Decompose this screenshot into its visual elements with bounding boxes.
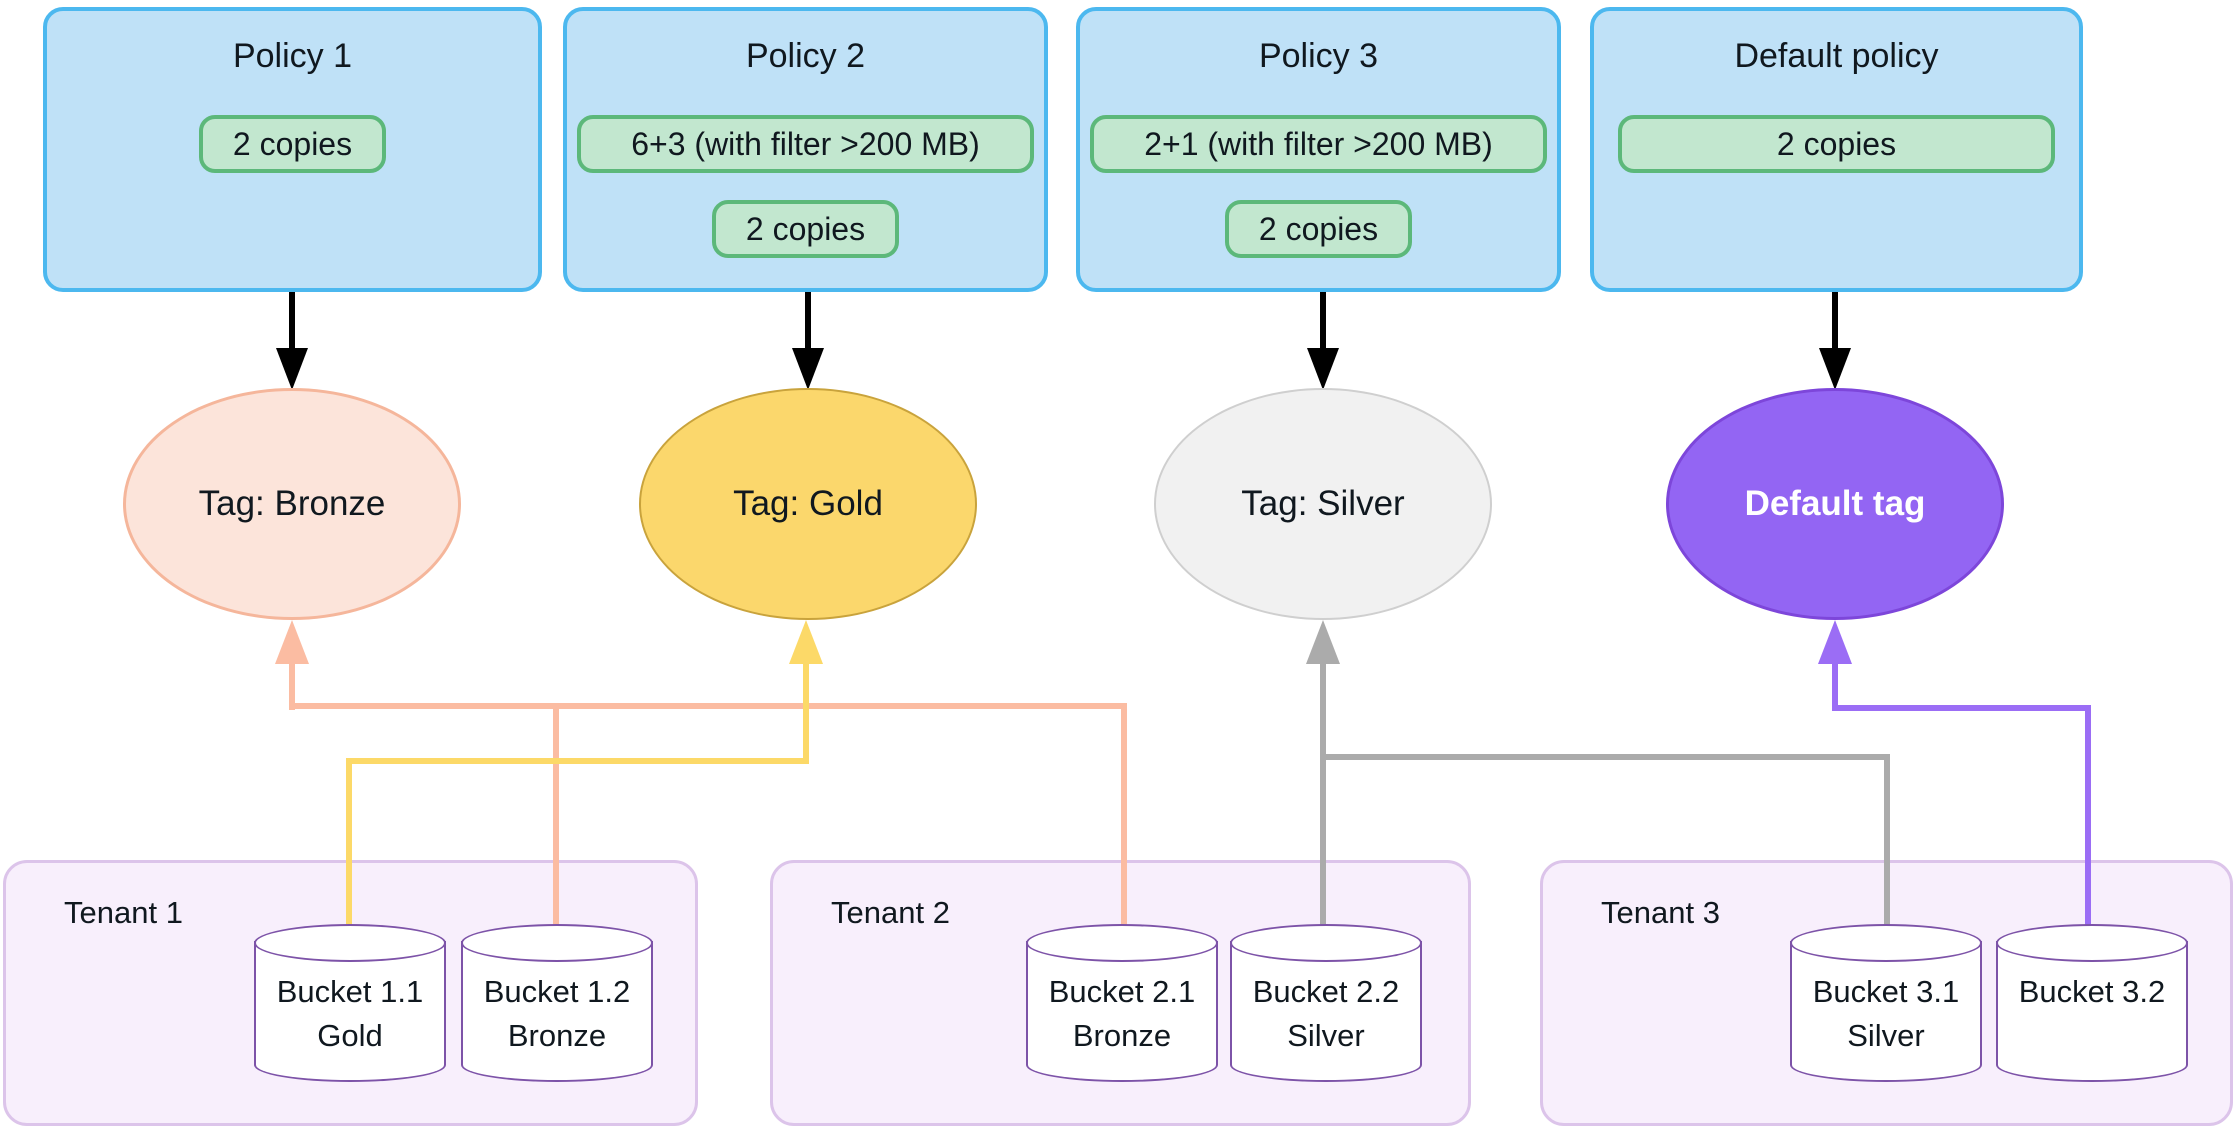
arrowhead-to-bronze-icon xyxy=(275,620,309,664)
bucket-2-1-tag: Bronze xyxy=(1072,1018,1172,1053)
bucket-1-2-tag: Bronze xyxy=(507,1018,607,1053)
bucket-1-2-body xyxy=(461,941,653,1082)
connector-bucket12-to-bronze xyxy=(553,703,559,940)
bucket-3-1-tag: Silver xyxy=(1847,1018,1925,1053)
tag-silver-ellipse: Tag: Silver xyxy=(1154,388,1492,620)
connector-gold-horizontal xyxy=(346,758,809,764)
bucket-1-1-tag: Gold xyxy=(317,1018,383,1053)
default-policy-box: Default policy 2 copies xyxy=(1590,7,2083,292)
policy-3-rule-copies: 2 copies xyxy=(1224,200,1413,258)
policy-3-title: Policy 3 xyxy=(1258,37,1379,75)
arrowhead-policy3-to-silver-icon xyxy=(1307,348,1339,390)
tenant-2-label: Tenant 2 xyxy=(831,895,950,930)
connector-bucket11-to-gold xyxy=(346,758,352,940)
tag-gold-label: Tag: Gold xyxy=(733,484,883,523)
bucket-2-1-name: Bucket 2.1 xyxy=(1048,974,1196,1009)
policy-1-title: Policy 1 xyxy=(232,37,353,75)
arrowhead-policy1-to-bronze-icon xyxy=(276,348,308,390)
policy-1-box: Policy 1 2 copies xyxy=(43,7,542,292)
arrow-defaultpolicy-to-defaulttag xyxy=(1832,292,1838,350)
bucket-2-2: Bucket 2.2 Silver xyxy=(1230,924,1422,1082)
bucket-3-2-name: Bucket 3.2 xyxy=(2018,974,2166,1009)
tag-silver-label: Tag: Silver xyxy=(1241,484,1405,523)
bucket-2-1-body xyxy=(1026,941,1218,1082)
connector-bucket31-to-silver xyxy=(1884,754,1890,940)
policy-1-rule: 2 copies xyxy=(198,115,387,173)
bucket-3-1-lid xyxy=(1790,924,1982,962)
bucket-2-1: Bucket 2.1 Bronze xyxy=(1026,924,1218,1082)
bucket-1-2-lid xyxy=(461,924,653,962)
arrowhead-to-gold-icon xyxy=(789,620,823,664)
bucket-2-2-name: Bucket 2.2 xyxy=(1252,974,1400,1009)
policy-2-box: Policy 2 6+3 (with filter >200 MB) 2 cop… xyxy=(563,7,1048,292)
tag-bronze-ellipse: Tag: Bronze xyxy=(123,388,461,620)
tenant-1-label: Tenant 1 xyxy=(64,895,183,930)
bucket-1-1-name: Bucket 1.1 xyxy=(276,974,424,1009)
bucket-3-2-lid xyxy=(1996,924,2188,962)
bucket-3-1-name: Bucket 3.1 xyxy=(1812,974,1960,1009)
connector-default-vertical-top xyxy=(1832,660,1838,710)
bucket-3-1-body xyxy=(1790,941,1982,1082)
bucket-1-2-name: Bucket 1.2 xyxy=(483,974,631,1009)
connector-bucket22-to-silver xyxy=(1320,660,1326,940)
bucket-3-1: Bucket 3.1 Silver xyxy=(1790,924,1982,1082)
policy-2-rule-filter: 6+3 (with filter >200 MB) xyxy=(577,115,1034,173)
policy-2-title: Policy 2 xyxy=(745,37,866,75)
bucket-1-1-body xyxy=(254,941,446,1082)
bucket-2-2-lid xyxy=(1230,924,1422,962)
arrowhead-to-silver-icon xyxy=(1306,620,1340,664)
policy-3-rule-filter: 2+1 (with filter >200 MB) xyxy=(1090,115,1547,173)
default-tag-label: Default tag xyxy=(1744,484,1926,523)
arrow-policy3-to-silver xyxy=(1320,292,1326,350)
arrowhead-to-defaulttag-icon xyxy=(1818,620,1852,664)
default-policy-title: Default policy xyxy=(1734,37,1939,75)
connector-bronze-vertical-top xyxy=(289,660,295,710)
bucket-2-1-lid xyxy=(1026,924,1218,962)
connector-default-horizontal xyxy=(1832,705,2091,711)
default-policy-rule: 2 copies xyxy=(1618,115,2055,173)
tenant-3-label: Tenant 3 xyxy=(1601,895,1720,930)
connector-bucket32-to-defaulttag xyxy=(2085,705,2091,940)
arrow-policy1-to-bronze xyxy=(289,292,295,350)
connector-gold-vertical-top xyxy=(803,660,809,764)
connector-bronze-horizontal xyxy=(289,703,1127,709)
connector-bucket21-to-bronze xyxy=(1121,703,1127,940)
bucket-2-2-tag: Silver xyxy=(1287,1018,1365,1053)
bucket-1-1-lid xyxy=(254,924,446,962)
bucket-3-2-body xyxy=(1996,941,2188,1082)
default-tag-ellipse: Default tag xyxy=(1666,388,2004,620)
arrow-policy2-to-gold xyxy=(805,292,811,350)
bucket-1-1: Bucket 1.1 Gold xyxy=(254,924,446,1082)
tag-bronze-label: Tag: Bronze xyxy=(198,484,386,523)
policy-3-box: Policy 3 2+1 (with filter >200 MB) 2 cop… xyxy=(1076,7,1561,292)
bucket-1-2: Bucket 1.2 Bronze xyxy=(461,924,653,1082)
bucket-3-2: Bucket 3.2 xyxy=(1996,924,2188,1082)
arrowhead-policy2-to-gold-icon xyxy=(792,348,824,390)
bucket-2-2-body xyxy=(1230,941,1422,1082)
arrowhead-defaultpolicy-to-defaulttag-icon xyxy=(1819,348,1851,390)
policy-2-rule-copies: 2 copies xyxy=(711,200,900,258)
connector-silver-horizontal xyxy=(1320,754,1890,760)
tag-gold-ellipse: Tag: Gold xyxy=(639,388,977,620)
